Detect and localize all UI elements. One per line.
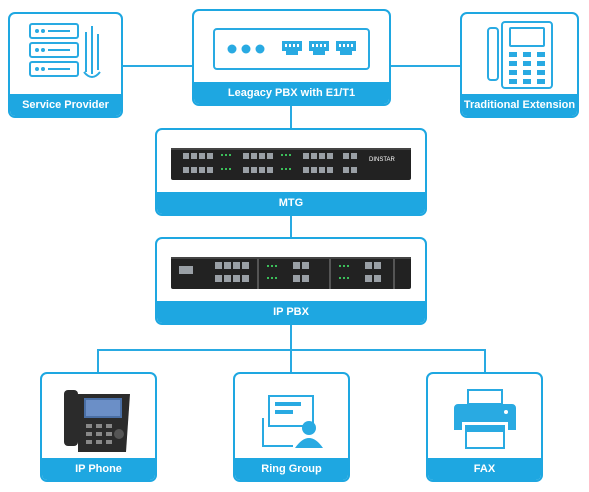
ring-group-node: Ring Group — [233, 372, 350, 482]
ip-pbx-node: IP PBX — [155, 237, 427, 325]
ring-group-label: Ring Group — [235, 458, 348, 480]
server-rack-icon — [29, 23, 101, 78]
desk-phone-icon — [487, 21, 553, 89]
link-pbx-to-mtg — [290, 104, 292, 130]
fax-node: FAX — [426, 372, 543, 482]
mtg-node: DINSTAR MTG — [155, 128, 427, 216]
mtg-gateway-device: DINSTAR — [171, 148, 411, 180]
ip-phone-icon — [64, 390, 130, 452]
mtg-brand-logo: DINSTAR — [369, 157, 396, 163]
link-to-ip-phone — [97, 349, 99, 374]
traditional-extension-label: Traditional Extension — [462, 94, 577, 116]
link-pbx-to-extension — [389, 65, 462, 67]
fax-printer-icon — [454, 389, 516, 449]
ip-pbx-device — [171, 257, 411, 289]
link-mtg-to-ippbx — [290, 214, 292, 239]
link-ippbx-down — [290, 323, 292, 350]
legacy-pbx-label: Leagacy PBX with E1/T1 — [194, 82, 389, 104]
ip-phone-node: IP Phone — [40, 372, 157, 482]
ip-phone-label: IP Phone — [42, 458, 155, 480]
legacy-pbx-node: Leagacy PBX with E1/T1 — [192, 9, 391, 106]
service-provider-node: Service Provider — [8, 12, 123, 118]
link-to-ring-group — [290, 349, 292, 374]
pbx-ports-icon — [213, 28, 370, 70]
traditional-extension-node: Traditional Extension — [460, 12, 579, 118]
ip-pbx-label: IP PBX — [157, 301, 425, 323]
mtg-label: MTG — [157, 192, 425, 214]
link-to-fax — [484, 349, 486, 374]
service-provider-label: Service Provider — [10, 94, 121, 116]
ring-group-icon — [262, 395, 323, 448]
link-service-provider-to-pbx — [121, 65, 194, 67]
fax-label: FAX — [428, 458, 541, 480]
